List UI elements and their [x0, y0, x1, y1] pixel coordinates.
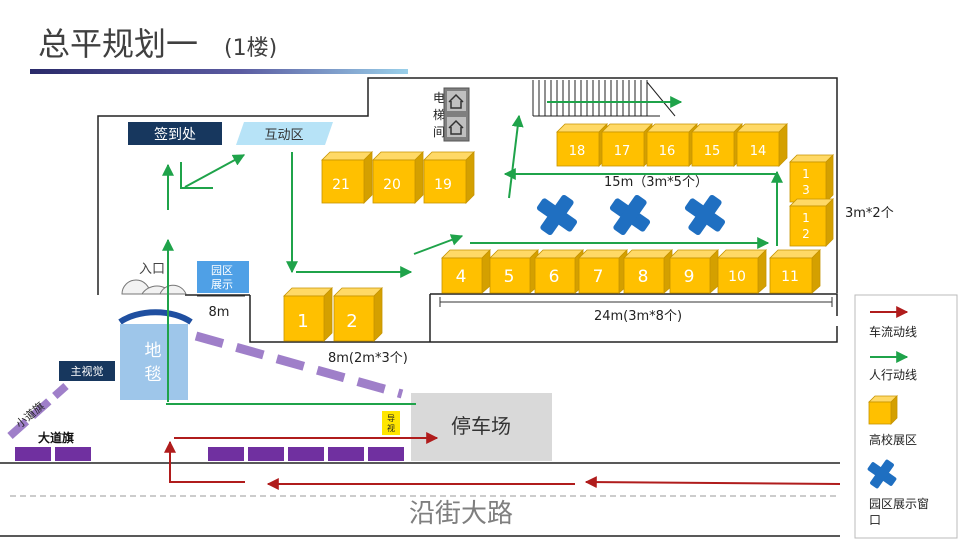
carpet-label-2: 毯 — [145, 365, 162, 385]
booth-21-label: 21 — [332, 177, 350, 193]
dimension-3m-x2: 3m*2个 — [845, 206, 894, 221]
page-title: 总平规划一 — [38, 25, 198, 63]
booth-10-label: 10 — [728, 269, 746, 285]
booth-12-label-1: 1 — [802, 211, 810, 225]
booth-8: 8 — [623, 249, 673, 294]
pedestrian-flow-lines — [162, 96, 783, 405]
park-display-label-2: 展示 — [211, 278, 233, 291]
booth-4-label: 4 — [456, 267, 467, 287]
booth-20: 20 — [372, 151, 424, 204]
elevator-icon — [443, 87, 470, 142]
booth-2-label: 2 — [346, 311, 357, 332]
booth-1-label: 1 — [297, 311, 308, 332]
booth-14: 14 — [736, 123, 788, 167]
guide-sign — [382, 411, 400, 435]
legend-pedestrian-label: 人行动线 — [869, 368, 917, 382]
booth-5-label: 5 — [504, 267, 515, 287]
booth-16: 16 — [646, 123, 698, 167]
booth-12: 1 2 — [789, 198, 834, 247]
booth-19-label: 19 — [434, 177, 452, 193]
vehicle-flow-lines — [164, 432, 841, 490]
park-window-cross-2 — [609, 194, 651, 236]
main-visual-label: 主视觉 — [71, 364, 104, 378]
parking-lot — [411, 393, 552, 461]
interaction-area — [236, 122, 333, 145]
parking-label: 停车场 — [451, 414, 511, 438]
park-window-cross-3 — [684, 194, 726, 236]
booth-1: 1 — [283, 287, 333, 342]
legend-park-window-label-2: 口 — [869, 513, 881, 527]
booth-14-label: 14 — [750, 144, 767, 159]
booth-7: 7 — [578, 249, 628, 294]
carpet — [120, 324, 188, 400]
sign-in-desk — [128, 122, 222, 145]
booth-16-label: 16 — [659, 144, 676, 159]
booth-6: 6 — [534, 249, 584, 294]
street-label: 沿街大路 — [409, 499, 513, 529]
dimension-8m-2x3: 8m(2m*3个) — [328, 351, 408, 366]
booth-9-label: 9 — [684, 267, 695, 287]
park-display-board — [197, 261, 249, 293]
small-flag-line — [7, 383, 69, 439]
entrance-doors-icon — [121, 279, 187, 295]
dimension-8m: 8m — [209, 305, 230, 320]
booth-19: 19 — [423, 151, 475, 204]
booth-15-label: 15 — [704, 144, 721, 159]
booth-2: 2 — [333, 287, 383, 342]
legend-vehicle-label: 车流动线 — [869, 324, 917, 339]
flag-line-dashed — [194, 331, 404, 399]
entrance-arch — [118, 309, 193, 325]
carpet-label-1: 地 — [145, 341, 162, 361]
legend-booth-label: 高校展区 — [869, 432, 917, 447]
booth-11-label: 11 — [781, 269, 799, 285]
guide-label-1: 导 — [387, 414, 395, 423]
entrance-label: 入口 — [139, 262, 165, 277]
booth-20-label: 20 — [383, 177, 401, 193]
booth-4: 4 — [441, 249, 491, 294]
dimension-24m: 24m(3m*8个) — [594, 309, 682, 324]
booth-13-label-1: 1 — [802, 167, 810, 181]
booth-7-label: 7 — [593, 267, 604, 287]
booth-8-label: 8 — [638, 267, 649, 287]
stairs — [532, 80, 676, 117]
booth-17: 17 — [601, 123, 653, 167]
big-flag-row-left — [15, 447, 91, 461]
sign-in-label: 签到处 — [154, 126, 196, 143]
booth-13-label-2: 3 — [802, 183, 810, 197]
park-display-label-1: 园区 — [211, 264, 233, 277]
park-window-cross-1 — [536, 194, 578, 236]
building-walls — [0, 77, 840, 537]
booth-12-label-2: 2 — [802, 227, 810, 241]
booth-15: 15 — [691, 123, 743, 167]
guide-label-2: 视 — [387, 423, 395, 433]
big-flag-row-right — [208, 447, 404, 461]
legend-booth-icon — [868, 395, 898, 425]
elevator-label-1: 电 — [433, 91, 445, 105]
booth-9: 9 — [669, 249, 719, 294]
booth-6-label: 6 — [549, 267, 560, 287]
booth-18: 18 — [556, 123, 608, 167]
small-flag-label: 小道旗 — [13, 399, 47, 431]
booth-21: 21 — [321, 151, 373, 204]
elevator-label-2: 梯 — [433, 108, 445, 122]
booth-17-label: 17 — [614, 144, 631, 159]
booth-18-label: 18 — [569, 144, 586, 159]
legend-park-window-icon — [867, 459, 897, 489]
elevator-label-3: 间 — [433, 125, 445, 139]
page-subtitle: (1楼) — [224, 36, 277, 61]
booth-13: 1 3 — [789, 154, 834, 203]
main-visual-board — [59, 361, 115, 381]
booth-5: 5 — [489, 249, 539, 294]
big-flag-label: 大道旗 — [38, 430, 74, 445]
booth-11: 11 — [769, 249, 821, 294]
legend-park-window-label-1: 园区展示窗 — [869, 497, 929, 511]
dimension-15m: 15m（3m*5个） — [604, 175, 708, 190]
booth-10: 10 — [717, 249, 767, 294]
title-underline — [30, 69, 408, 74]
interaction-label: 互动区 — [264, 128, 303, 143]
